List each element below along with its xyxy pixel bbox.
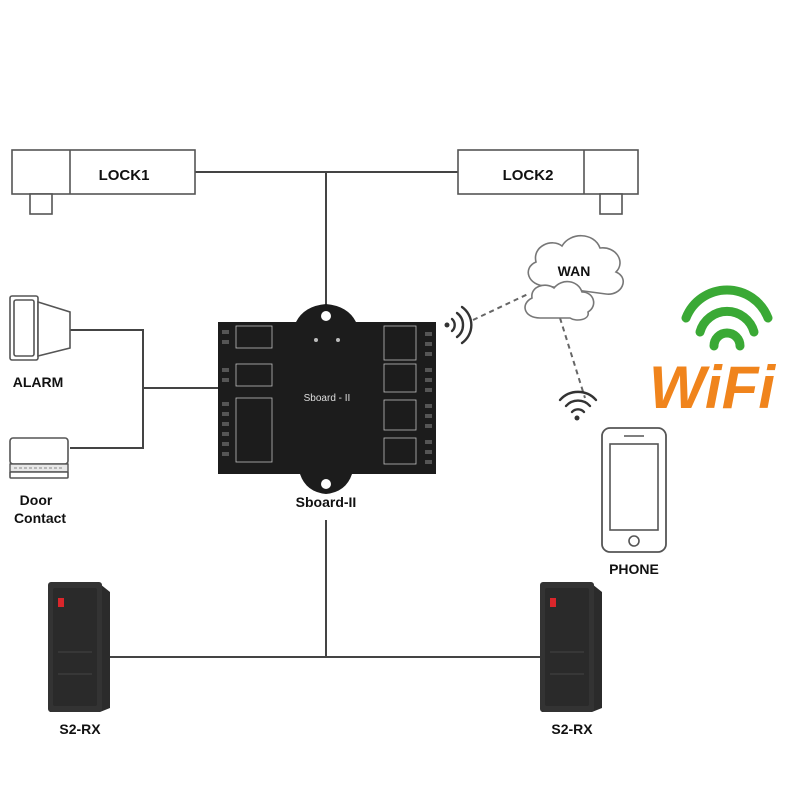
lock1-bolt <box>29 193 53 215</box>
reader-right-label: S2-RX <box>551 721 593 737</box>
silkscreen-boxes <box>235 325 417 465</box>
power-indicator <box>336 338 340 342</box>
wan-label: WAN <box>558 263 591 279</box>
controller-signal-icon <box>444 305 473 345</box>
controller-caption: Sboard-II <box>296 494 357 510</box>
wan-phone-link <box>559 317 586 399</box>
lock2-body <box>457 149 639 195</box>
door-contact-device: Door Contact <box>9 437 69 526</box>
door-label-line1: Door <box>20 492 53 508</box>
reader-right-led <box>550 598 556 607</box>
led-indicator <box>314 338 318 342</box>
phone-device: PHONE <box>601 427 667 577</box>
door-label-line2: Contact <box>14 510 66 526</box>
wifi-logo-text: WiFi <box>649 354 776 421</box>
card-reader-icon <box>48 582 110 712</box>
lock2-bolt <box>599 193 623 215</box>
lock2-device: LOCK2 <box>457 149 639 215</box>
controller-device: Sboard - II Sboard-II <box>218 304 436 510</box>
reader-left-device: S2-RX <box>48 582 110 737</box>
lock1-body <box>11 149 196 195</box>
lock2-label: LOCK2 <box>503 167 554 184</box>
lock1-label: LOCK1 <box>99 167 150 184</box>
controller-face-label: Sboard - II <box>304 393 351 404</box>
door-contact-icon <box>9 437 69 479</box>
lock1-device: LOCK1 <box>11 149 196 215</box>
mount-hole-top <box>321 311 331 321</box>
reader-left-led <box>58 598 64 607</box>
reader-right-device: S2-RX <box>540 582 602 737</box>
alarm-device: ALARM <box>9 295 71 390</box>
alarm-siren-icon <box>9 295 71 361</box>
alarm-door-bus <box>70 329 144 449</box>
connection-lines <box>70 171 586 658</box>
reader-left-label: S2-RX <box>59 721 101 737</box>
smartphone-icon <box>601 427 667 553</box>
cloud-icon: WAN <box>524 234 624 321</box>
phone-label: PHONE <box>609 561 659 577</box>
controller-body <box>218 304 436 474</box>
mount-hole-bottom <box>321 479 331 489</box>
controller-wan-link <box>472 293 529 321</box>
terminal-blocks <box>222 330 432 464</box>
phone-signal-icon <box>558 390 598 421</box>
card-reader-icon <box>540 582 602 712</box>
wifi-logo-icon: WiFi <box>649 285 776 421</box>
alarm-label: ALARM <box>13 374 64 390</box>
